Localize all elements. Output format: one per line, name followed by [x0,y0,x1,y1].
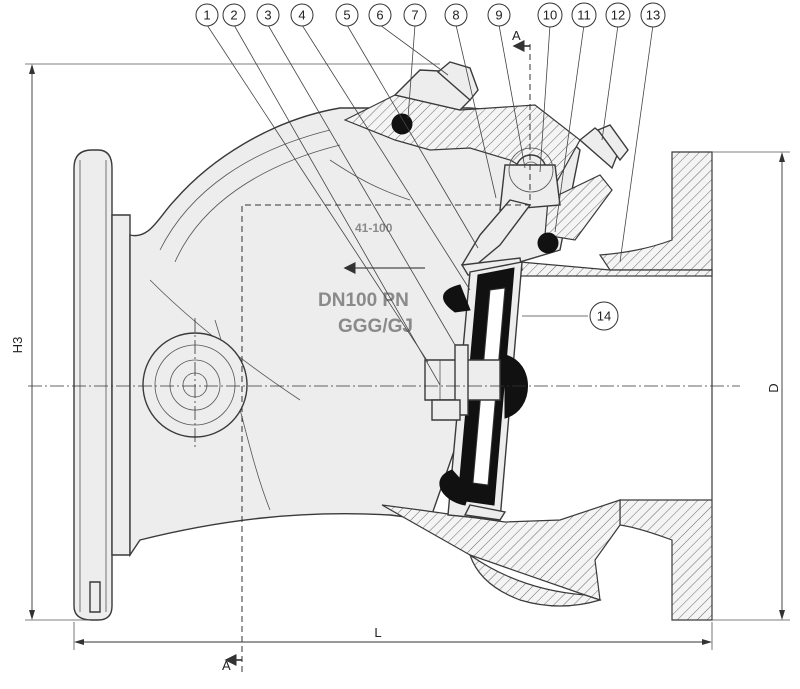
disc-assembly [424,199,532,521]
svg-text:10: 10 [543,8,557,23]
svg-text:7: 7 [411,8,418,23]
callout-13: 13 [640,2,666,28]
casting-nominal-text: DN100 PN [318,290,409,311]
callout-2: 2 [222,3,246,27]
dimension-l: L [73,622,713,650]
section-label-top: A [512,28,521,43]
dimension-h3-label: H3 [10,337,25,354]
callout-11: 11 [571,2,597,28]
dimension-h3: H3 [10,63,440,621]
o-ring-top [391,113,413,135]
callout-10: 10 [537,2,563,28]
callout-3: 3 [256,3,280,27]
svg-text:13: 13 [646,8,660,23]
svg-text:1: 1 [203,8,210,23]
dimension-d-label: D [766,383,781,392]
o-ring-right [537,232,559,254]
svg-text:14: 14 [597,309,611,324]
svg-text:6: 6 [376,8,383,23]
callout-8: 8 [444,3,468,27]
dimension-l-label: L [374,625,381,640]
svg-text:4: 4 [298,8,305,23]
callout-5: 5 [335,3,359,27]
section-line [241,40,531,672]
svg-text:2: 2 [230,8,237,23]
callout-4: 4 [290,3,314,27]
svg-text:3: 3 [264,8,271,23]
callout-leaders [206,24,654,386]
svg-text:5: 5 [343,8,350,23]
dimension-d: D [712,151,790,621]
callout-9: 9 [487,3,511,27]
casting-material-text: GGG/GJ [338,316,413,337]
svg-text:11: 11 [577,8,591,23]
callout-6: 6 [368,3,392,27]
section-label-bottom: A [222,658,231,673]
callout-12: 12 [605,2,631,28]
callout-14: 14 [589,301,619,331]
svg-text:9: 9 [495,8,502,23]
callout-7: 7 [403,3,427,27]
casting-code-text: 41-100 [355,221,393,235]
svg-text:12: 12 [611,8,625,23]
svg-text:8: 8 [452,8,459,23]
left-flange [73,149,131,621]
callout-1: 1 [195,3,219,27]
